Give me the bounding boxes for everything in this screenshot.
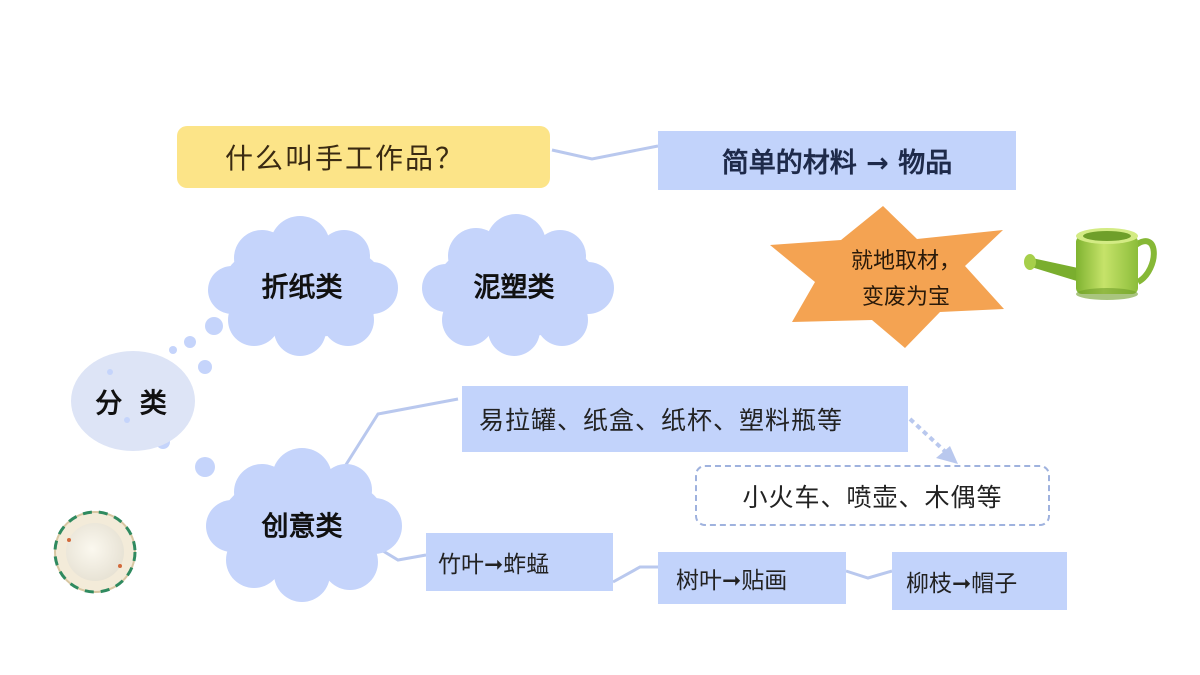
- connector-creative-bamboo: [377, 546, 427, 562]
- plate-icon: [53, 510, 137, 594]
- connector-creative-materials: [340, 397, 459, 472]
- root-node: [71, 351, 195, 451]
- cloud-creative: [206, 448, 402, 602]
- connector-bamboo-tree: [612, 565, 658, 584]
- bamboo-box: 竹叶➞蚱蜢: [426, 533, 613, 591]
- willow-box: 柳枝➞帽子: [892, 552, 1067, 610]
- connector-materials-products: [908, 417, 952, 458]
- materials-box: 易拉罐、纸盒、纸杯、塑料瓶等: [462, 386, 908, 452]
- arrow-head: [936, 446, 958, 464]
- slogan-line-1: 就地取材，: [850, 249, 961, 274]
- definition-box: 简单的材料 → 物品: [658, 131, 1016, 190]
- connector-question-definition: [551, 144, 659, 161]
- products-box: 小火车、喷壶、木偶等: [695, 465, 1050, 526]
- slogan-text: 就地取材， 变废为宝: [838, 244, 974, 316]
- category-clay: 泥塑类: [473, 272, 555, 304]
- question-box: 什么叫手工作品？: [177, 126, 550, 188]
- leaf-box: 树叶➞贴画: [658, 552, 846, 604]
- root-label: 分 类: [95, 388, 171, 420]
- cloud-clay: [422, 214, 614, 356]
- slogan-starburst: [770, 206, 1004, 348]
- cloud-origami: [208, 216, 398, 356]
- slogan-line-2: 变废为宝: [861, 285, 950, 310]
- category-creative: 创意类: [261, 511, 343, 543]
- connector-tree-willow: [845, 569, 893, 580]
- category-origami: 折纸类: [261, 272, 343, 304]
- watering-can-icon: [1024, 228, 1157, 300]
